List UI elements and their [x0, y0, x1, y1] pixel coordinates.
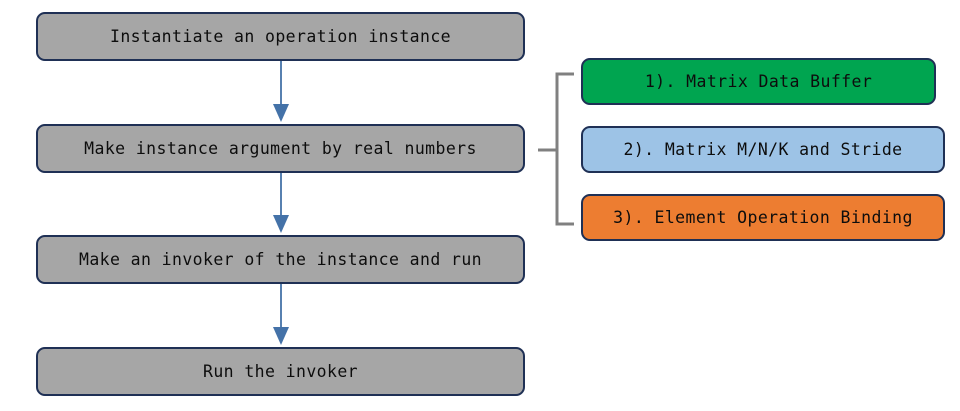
detail-group-bracket — [538, 72, 574, 226]
arrow-step2-to-step3 — [273, 173, 289, 233]
flow-step-label: Run the invoker — [202, 362, 358, 381]
flow-step-label: Make instance argument by real numbers — [84, 139, 477, 158]
detail-item-label: 2). Matrix M/N/K and Stride — [623, 140, 903, 159]
flow-step-run-the-invoker[interactable]: Run the invoker — [36, 347, 525, 396]
flow-step-make-invoker-and-run[interactable]: Make an invoker of the instance and run — [36, 235, 525, 284]
arrow-step3-to-step4 — [273, 284, 289, 345]
flow-step-label: Make an invoker of the instance and run — [78, 250, 483, 269]
flow-step-make-instance-argument[interactable]: Make instance argument by real numbers — [36, 124, 525, 173]
detail-item-matrix-mnk-and-stride[interactable]: 2). Matrix M/N/K and Stride — [581, 126, 945, 173]
arrow-step1-to-step2 — [273, 61, 289, 122]
flow-step-instantiate-operation-instance[interactable]: Instantiate an operation instance — [36, 12, 525, 61]
detail-item-element-operation-binding[interactable]: 3). Element Operation Binding — [581, 194, 945, 241]
detail-item-label: 1). Matrix Data Buffer — [644, 72, 873, 91]
detail-item-label: 3). Element Operation Binding — [613, 208, 913, 227]
detail-item-matrix-data-buffer[interactable]: 1). Matrix Data Buffer — [581, 58, 936, 105]
flow-step-label: Instantiate an operation instance — [109, 27, 452, 46]
